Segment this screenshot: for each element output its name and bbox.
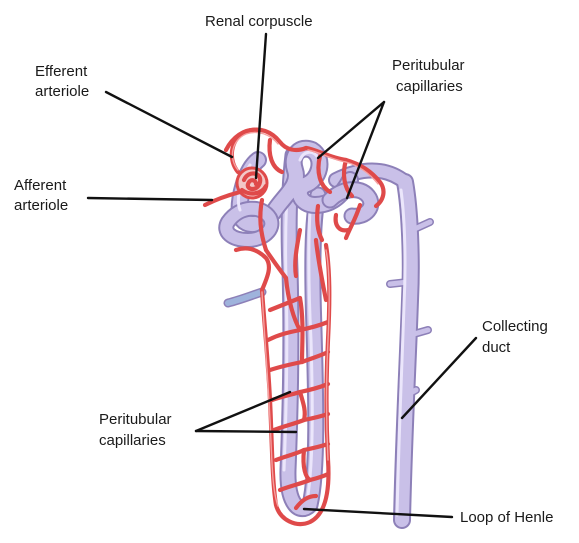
afferent-arteriole-label-line1: Afferent [14,177,67,194]
efferent-arteriole-leader [106,92,232,157]
renal-corpuscle [237,168,267,198]
efferent-arteriole-label-line2: arteriole [35,83,89,100]
peritubular-capillaries-top-label-line2: capillaries [396,78,463,95]
loop-of-henle-label: Loop of Henle [460,509,553,526]
afferent-arteriole-leader [88,198,212,200]
collecting-duct-label-line1: Collecting [482,318,548,335]
loop-of-henle-leader [304,509,452,517]
efferent-arteriole-label-line1: Efferent [35,63,88,80]
collecting-duct-label-line2: duct [482,339,511,356]
peritubular-capillaries-bottom-label-line1: Peritubular [99,411,172,428]
renal-corpuscle-label: Renal corpuscle [205,13,313,30]
afferent-arteriole-label-line2: arteriole [14,197,68,214]
peritubular-capillaries-bottom-label-line2: capillaries [99,432,166,449]
peritubular-bottom-leader-lower [196,431,296,432]
peritubular-bottom-leader-upper [196,392,290,431]
peritubular-capillaries-top-label-line1: Peritubular [392,57,465,74]
